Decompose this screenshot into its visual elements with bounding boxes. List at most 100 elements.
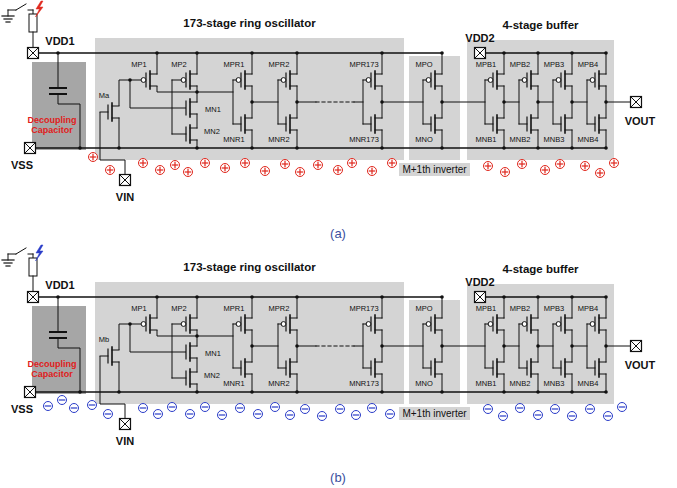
charge-sign bbox=[552, 408, 557, 409]
charge-sign bbox=[174, 162, 175, 167]
pin-pad bbox=[28, 292, 39, 303]
transistor-lead bbox=[497, 330, 504, 331]
transistor-lead bbox=[531, 362, 538, 363]
junction-dot bbox=[502, 295, 506, 299]
charge-sign bbox=[387, 413, 392, 414]
charge-symbol bbox=[221, 164, 230, 173]
wire bbox=[485, 80, 486, 124]
charge-sign bbox=[109, 167, 110, 172]
pin-cross bbox=[631, 341, 642, 352]
transistor-lead bbox=[565, 118, 572, 119]
transistor-lead bbox=[190, 330, 197, 331]
ground-symbol bbox=[6, 265, 10, 266]
block-title: 173-stage ring oscillator bbox=[183, 261, 315, 274]
charge-sign bbox=[187, 413, 192, 414]
wire bbox=[504, 102, 519, 103]
wire bbox=[442, 130, 443, 148]
transistor-lead bbox=[375, 374, 382, 375]
capacitor-plate bbox=[50, 87, 66, 89]
charge-sign bbox=[319, 415, 324, 416]
junction-dot bbox=[155, 51, 159, 55]
wire bbox=[197, 336, 233, 337]
junction-dot bbox=[570, 51, 574, 55]
pin-cross bbox=[25, 143, 36, 154]
wire bbox=[423, 80, 424, 124]
vss-rail bbox=[36, 391, 607, 392]
charge-symbol bbox=[318, 412, 327, 421]
wire bbox=[33, 254, 34, 258]
transistor-lead bbox=[190, 358, 197, 359]
charge-symbol bbox=[518, 160, 527, 169]
wire bbox=[606, 102, 631, 103]
charge-sign bbox=[485, 408, 490, 409]
junction-dot bbox=[195, 51, 199, 55]
junction-dot bbox=[536, 295, 540, 299]
transistor-lead bbox=[435, 86, 442, 87]
transistor-lead bbox=[531, 318, 538, 319]
charge-sign bbox=[544, 167, 545, 172]
wire bbox=[363, 80, 364, 124]
pin-cross bbox=[28, 48, 39, 59]
charge-symbol bbox=[516, 404, 525, 413]
wire bbox=[157, 53, 158, 74]
transistor-lead bbox=[599, 74, 606, 75]
charge-sign bbox=[302, 408, 307, 409]
capacitor-block: Decoupling Capacitor bbox=[32, 62, 86, 150]
wire bbox=[572, 346, 587, 347]
charge-symbol bbox=[296, 168, 305, 177]
pin-cross bbox=[631, 97, 642, 108]
wire bbox=[606, 53, 607, 74]
transistor-lead bbox=[190, 102, 197, 103]
wire bbox=[233, 80, 234, 124]
wire bbox=[606, 374, 607, 392]
pin-pad bbox=[25, 143, 36, 154]
wire bbox=[442, 297, 443, 318]
transistor-lead bbox=[497, 74, 504, 75]
transistor-gate bbox=[185, 101, 186, 115]
transistor-lead bbox=[375, 118, 382, 119]
charge-sign bbox=[45, 405, 50, 406]
transistor-name: MN1 bbox=[205, 106, 221, 114]
junction-dot bbox=[250, 146, 254, 150]
junction-dot bbox=[570, 146, 574, 150]
charge-sign bbox=[500, 415, 505, 416]
transistor-lead bbox=[190, 372, 197, 373]
transistor-lead bbox=[150, 330, 157, 331]
charge-sign bbox=[317, 162, 318, 167]
charge-sign bbox=[272, 406, 277, 407]
wire bbox=[606, 130, 607, 148]
pin-name: VOUT bbox=[625, 360, 656, 371]
charge-symbol bbox=[556, 160, 565, 169]
pin-cross bbox=[120, 419, 131, 430]
transistor-name: MPR173 bbox=[349, 61, 378, 69]
wire bbox=[572, 130, 573, 148]
pmos-bubble bbox=[426, 322, 431, 327]
charge-sign bbox=[284, 161, 285, 166]
transistor-lead bbox=[190, 384, 197, 385]
pin-name: VIN bbox=[116, 192, 134, 203]
wire bbox=[363, 368, 371, 369]
transistor-name: MPR173 bbox=[349, 305, 378, 313]
charge-symbol bbox=[281, 160, 290, 169]
wire bbox=[297, 374, 298, 392]
junction-dot bbox=[536, 146, 540, 150]
wire bbox=[58, 94, 80, 148]
charge-symbol bbox=[301, 405, 310, 414]
charge-symbol bbox=[334, 166, 343, 175]
pmos-bubble bbox=[281, 322, 286, 327]
transistor-name: MNO bbox=[415, 136, 433, 144]
charge-sign bbox=[92, 154, 93, 159]
charge-symbol bbox=[154, 410, 163, 419]
transistor-lead bbox=[375, 74, 382, 75]
pin-pad bbox=[475, 292, 486, 303]
transistor-lead bbox=[497, 374, 504, 375]
transistor-lead bbox=[190, 128, 197, 129]
charge-symbol bbox=[88, 401, 97, 410]
charge-sign bbox=[584, 163, 585, 168]
transistor-lead bbox=[435, 362, 442, 363]
transistor-lead bbox=[435, 330, 442, 331]
transistor-lead bbox=[290, 130, 297, 131]
junction-dot bbox=[502, 390, 506, 394]
wire bbox=[553, 324, 554, 368]
wire bbox=[157, 330, 197, 336]
